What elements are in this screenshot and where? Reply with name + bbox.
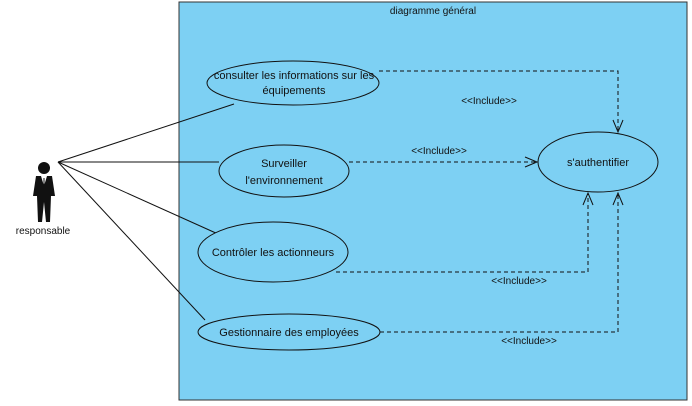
- use-case-surveiller[interactable]: Surveiller l'environnement: [218, 144, 350, 198]
- businessman-icon: [33, 162, 55, 222]
- include-label: <<Include>>: [411, 146, 467, 157]
- system-title: diagramme général: [390, 6, 476, 17]
- include-dependencies: [336, 70, 619, 333]
- use-case-consulter[interactable]: consulter les informations sur les équip…: [206, 60, 380, 106]
- use-case-authentifier[interactable]: s'authentifier: [537, 131, 659, 193]
- include-line: [380, 193, 619, 333]
- use-case-label: l'environnement: [245, 175, 322, 187]
- include-label: <<Include>>: [501, 336, 557, 347]
- association-line: [57, 161, 219, 235]
- include-label: <<Include>>: [491, 276, 547, 287]
- include-line: [379, 70, 619, 132]
- include-label: <<Include>>: [461, 96, 517, 107]
- arrowhead: [612, 119, 624, 134]
- use-case-label: Gestionnaire des employées: [219, 327, 359, 339]
- association-line: [57, 103, 235, 163]
- include-line: [336, 193, 589, 273]
- use-case-label: Contrôler les actionneurs: [212, 247, 335, 259]
- use-case-label: s'authentifier: [567, 157, 629, 169]
- use-case-gestionnaire[interactable]: Gestionnaire des employées: [197, 313, 381, 351]
- arrowhead: [582, 191, 594, 206]
- arrowhead: [524, 156, 539, 168]
- use-case-label: équipements: [263, 85, 326, 97]
- use-case-controler[interactable]: Contrôler les actionneurs: [197, 221, 349, 283]
- use-case-label: Surveiller: [261, 158, 307, 170]
- actor-label: responsable: [16, 226, 71, 237]
- arrowhead: [612, 191, 624, 206]
- association-line: [57, 161, 206, 321]
- associations: [57, 103, 235, 321]
- use-case-label: consulter les informations sur les: [214, 70, 375, 82]
- arrowheads: [524, 119, 624, 206]
